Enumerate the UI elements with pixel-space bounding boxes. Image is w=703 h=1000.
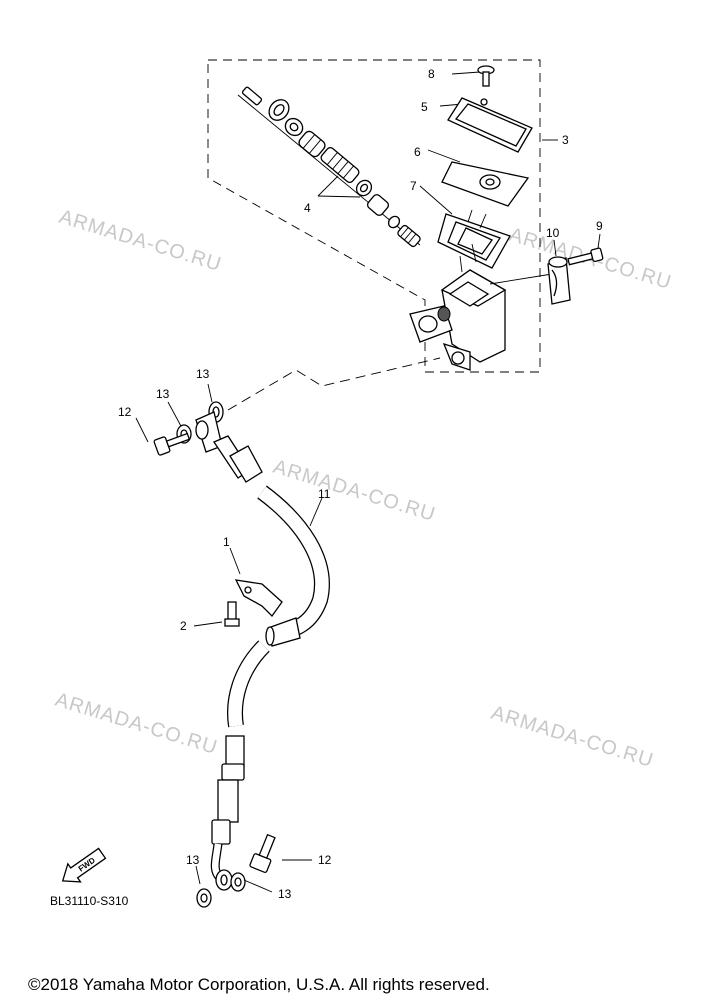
callout-12-lower: 12	[318, 853, 332, 867]
callout-6: 6	[414, 145, 421, 159]
callout-11: 11	[318, 487, 331, 501]
callout-9: 9	[596, 219, 603, 233]
callout-7: 7	[410, 179, 417, 193]
lower-banjo	[195, 833, 312, 908]
piston-kit	[237, 86, 421, 248]
callout-12-upper: 12	[118, 405, 132, 419]
fwd-arrow: FWD	[61, 847, 107, 883]
cap-screw	[451, 65, 495, 87]
callout-13-upper-a: 13	[196, 367, 210, 381]
callout-5: 5	[421, 100, 428, 114]
callout-13-lower-b: 13	[278, 887, 292, 901]
upper-banjo	[135, 383, 224, 456]
watermark: ARMADA-CO.RU	[57, 206, 225, 276]
callout-2: 2	[180, 619, 187, 633]
holder-bolt	[567, 233, 604, 266]
watermark: ARMADA-CO.RU	[53, 689, 221, 759]
callouts: 1 2 3 4 5 6 7 8 9 10 11 12 12 13 13 13 1…	[118, 67, 603, 901]
watermarks: ARMADA-CO.RU ARMADA-CO.RU ARMADA-CO.RU A…	[53, 206, 675, 772]
callout-10: 10	[546, 226, 560, 240]
copyright-notice: ©2018 Yamaha Motor Corporation, U.S.A. A…	[28, 975, 490, 994]
callout-4: 4	[304, 201, 311, 215]
reservoir-cap	[439, 97, 533, 153]
callout-3: 3	[562, 133, 569, 147]
master-cylinder-body	[409, 243, 553, 371]
callout-13-upper-b: 13	[156, 387, 170, 401]
hose-guide	[193, 547, 283, 627]
watermark: ARMADA-CO.RU	[489, 702, 657, 772]
callout-13-lower-a: 13	[186, 853, 200, 867]
diagram-code: BL31110-S310	[50, 894, 129, 908]
diaphragm-plate	[427, 149, 530, 207]
callout-8: 8	[428, 67, 435, 81]
holder-clamp	[547, 239, 571, 305]
callout-1: 1	[223, 535, 230, 549]
brake-hose	[210, 435, 330, 891]
assembly-boundary	[207, 59, 541, 373]
link-line	[227, 357, 441, 411]
diaphragm	[419, 185, 511, 269]
